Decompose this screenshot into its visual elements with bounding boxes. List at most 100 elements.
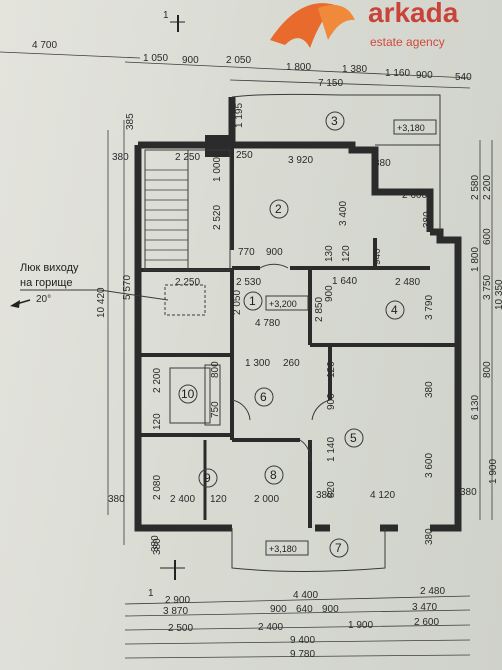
svg-text:2 250: 2 250 xyxy=(175,152,200,163)
svg-text:900: 900 xyxy=(270,604,287,615)
section-mark-bottom: 1 xyxy=(148,560,185,599)
right-dimensions: 2 580 2 200 600 1 800 3 750 800 10 350 6… xyxy=(470,140,502,520)
svg-text:1 050: 1 050 xyxy=(143,53,168,64)
svg-text:20°: 20° xyxy=(36,294,51,305)
svg-text:2 400: 2 400 xyxy=(258,622,283,633)
svg-text:900: 900 xyxy=(326,393,337,410)
svg-text:3 790: 3 790 xyxy=(424,295,435,320)
svg-text:3 600: 3 600 xyxy=(424,453,435,478)
svg-text:380: 380 xyxy=(316,490,333,501)
room-7-label: 7 xyxy=(329,538,349,558)
room-5-label: 5 xyxy=(344,428,364,448)
svg-text:750: 750 xyxy=(210,401,221,418)
svg-text:3 400: 3 400 xyxy=(338,201,349,226)
level-marks: +3,180 +3,200 +3,180 xyxy=(265,119,437,556)
interior-dimensions: 2 250 250 3 920 380 1 195 2 600 3 400 2 … xyxy=(150,103,477,552)
svg-text:2 500: 2 500 xyxy=(168,623,193,634)
svg-text:2 400: 2 400 xyxy=(170,494,195,505)
svg-text:900: 900 xyxy=(416,70,433,81)
svg-text:2 200: 2 200 xyxy=(482,175,493,200)
svg-text:120: 120 xyxy=(326,361,337,378)
svg-text:120: 120 xyxy=(341,245,352,262)
svg-text:1 900: 1 900 xyxy=(488,459,499,484)
room-4-label: 4 xyxy=(385,300,405,320)
svg-text:1 000: 1 000 xyxy=(212,157,223,182)
svg-text:2 000: 2 000 xyxy=(254,494,279,505)
svg-text:380: 380 xyxy=(424,528,435,545)
svg-text:900: 900 xyxy=(266,247,283,258)
room-6-label: 6 xyxy=(254,387,274,407)
svg-text:380: 380 xyxy=(460,487,477,498)
svg-text:130: 130 xyxy=(324,245,335,262)
svg-text:2 480: 2 480 xyxy=(420,586,445,597)
svg-text:800: 800 xyxy=(210,361,221,378)
svg-text:8: 8 xyxy=(270,468,277,482)
svg-text:2 600: 2 600 xyxy=(414,617,439,628)
svg-text:3 870: 3 870 xyxy=(163,606,188,617)
svg-text:380: 380 xyxy=(422,211,433,228)
section-mark-top: 1 xyxy=(163,10,185,32)
svg-text:380: 380 xyxy=(112,152,129,163)
svg-text:820: 820 xyxy=(326,481,337,498)
svg-text:9: 9 xyxy=(204,471,211,485)
svg-text:2 580: 2 580 xyxy=(470,175,481,200)
stair-treads xyxy=(145,169,188,261)
svg-text:10 350: 10 350 xyxy=(494,279,502,310)
svg-text:250: 250 xyxy=(236,150,253,161)
top-dimensions: 4 700 1 050 900 2 050 1 800 1 380 1 160 … xyxy=(0,40,472,89)
svg-text:770: 770 xyxy=(238,247,255,258)
svg-text:3 470: 3 470 xyxy=(412,602,437,613)
logo-tagline: estate agency xyxy=(370,35,445,49)
room-1-label: 1 xyxy=(243,291,263,311)
arkada-logo: arkada estate agency xyxy=(270,0,459,49)
svg-text:2: 2 xyxy=(275,202,282,216)
svg-text:9 780: 9 780 xyxy=(290,649,315,660)
svg-text:380: 380 xyxy=(152,538,163,555)
svg-text:2 850: 2 850 xyxy=(314,297,325,322)
svg-text:2 050: 2 050 xyxy=(226,55,251,66)
svg-text:4: 4 xyxy=(391,303,398,317)
room-2-label: 2 xyxy=(269,199,289,219)
svg-text:640: 640 xyxy=(296,604,313,615)
svg-text:1 800: 1 800 xyxy=(286,62,311,73)
svg-text:+3,180: +3,180 xyxy=(397,123,425,133)
north-arrow: 20° xyxy=(10,294,51,308)
svg-text:5 570: 5 570 xyxy=(122,275,133,300)
note-line1: Люк виходу xyxy=(20,262,79,274)
svg-text:10: 10 xyxy=(181,387,195,401)
left-dimensions: 10 420 380 385 5 570 2 200 120 2 080 380… xyxy=(96,113,163,555)
svg-text:1 640: 1 640 xyxy=(332,276,357,287)
svg-text:4 700: 4 700 xyxy=(32,40,57,51)
svg-text:940: 940 xyxy=(372,248,383,265)
svg-text:7 150: 7 150 xyxy=(318,78,343,89)
room-3-label: 3 xyxy=(325,111,345,131)
svg-text:10 420: 10 420 xyxy=(96,287,107,318)
svg-text:1: 1 xyxy=(148,588,154,599)
svg-text:2 900: 2 900 xyxy=(165,595,190,606)
svg-text:4 120: 4 120 xyxy=(370,490,395,501)
svg-text:1 140: 1 140 xyxy=(326,437,337,462)
room-9-label: 9 xyxy=(198,468,218,488)
svg-text:2 050: 2 050 xyxy=(232,290,243,315)
level-balcony-top: +3,180 xyxy=(393,119,437,135)
bottom-dimensions: 2 900 4 400 2 480 3 870 900 640 900 3 47… xyxy=(124,586,471,660)
svg-text:9 400: 9 400 xyxy=(290,635,315,646)
svg-text:1 300: 1 300 xyxy=(245,358,270,369)
room-8-label: 8 xyxy=(264,465,284,485)
svg-text:540: 540 xyxy=(455,72,472,83)
logo-mark-icon xyxy=(270,3,335,48)
plan-walls xyxy=(134,93,462,572)
arrow-head-icon xyxy=(10,300,20,308)
svg-text:900: 900 xyxy=(322,604,339,615)
svg-text:4 780: 4 780 xyxy=(255,318,280,329)
svg-text:1 380: 1 380 xyxy=(342,64,367,75)
note-line2: на горище xyxy=(20,277,72,289)
svg-text:4 400: 4 400 xyxy=(293,590,318,601)
svg-text:600: 600 xyxy=(482,228,493,245)
attic-hatch-note: Люк виходу на горище xyxy=(20,262,169,301)
svg-text:385: 385 xyxy=(125,113,136,130)
svg-text:2 600: 2 600 xyxy=(402,190,427,201)
svg-text:7: 7 xyxy=(335,541,342,555)
